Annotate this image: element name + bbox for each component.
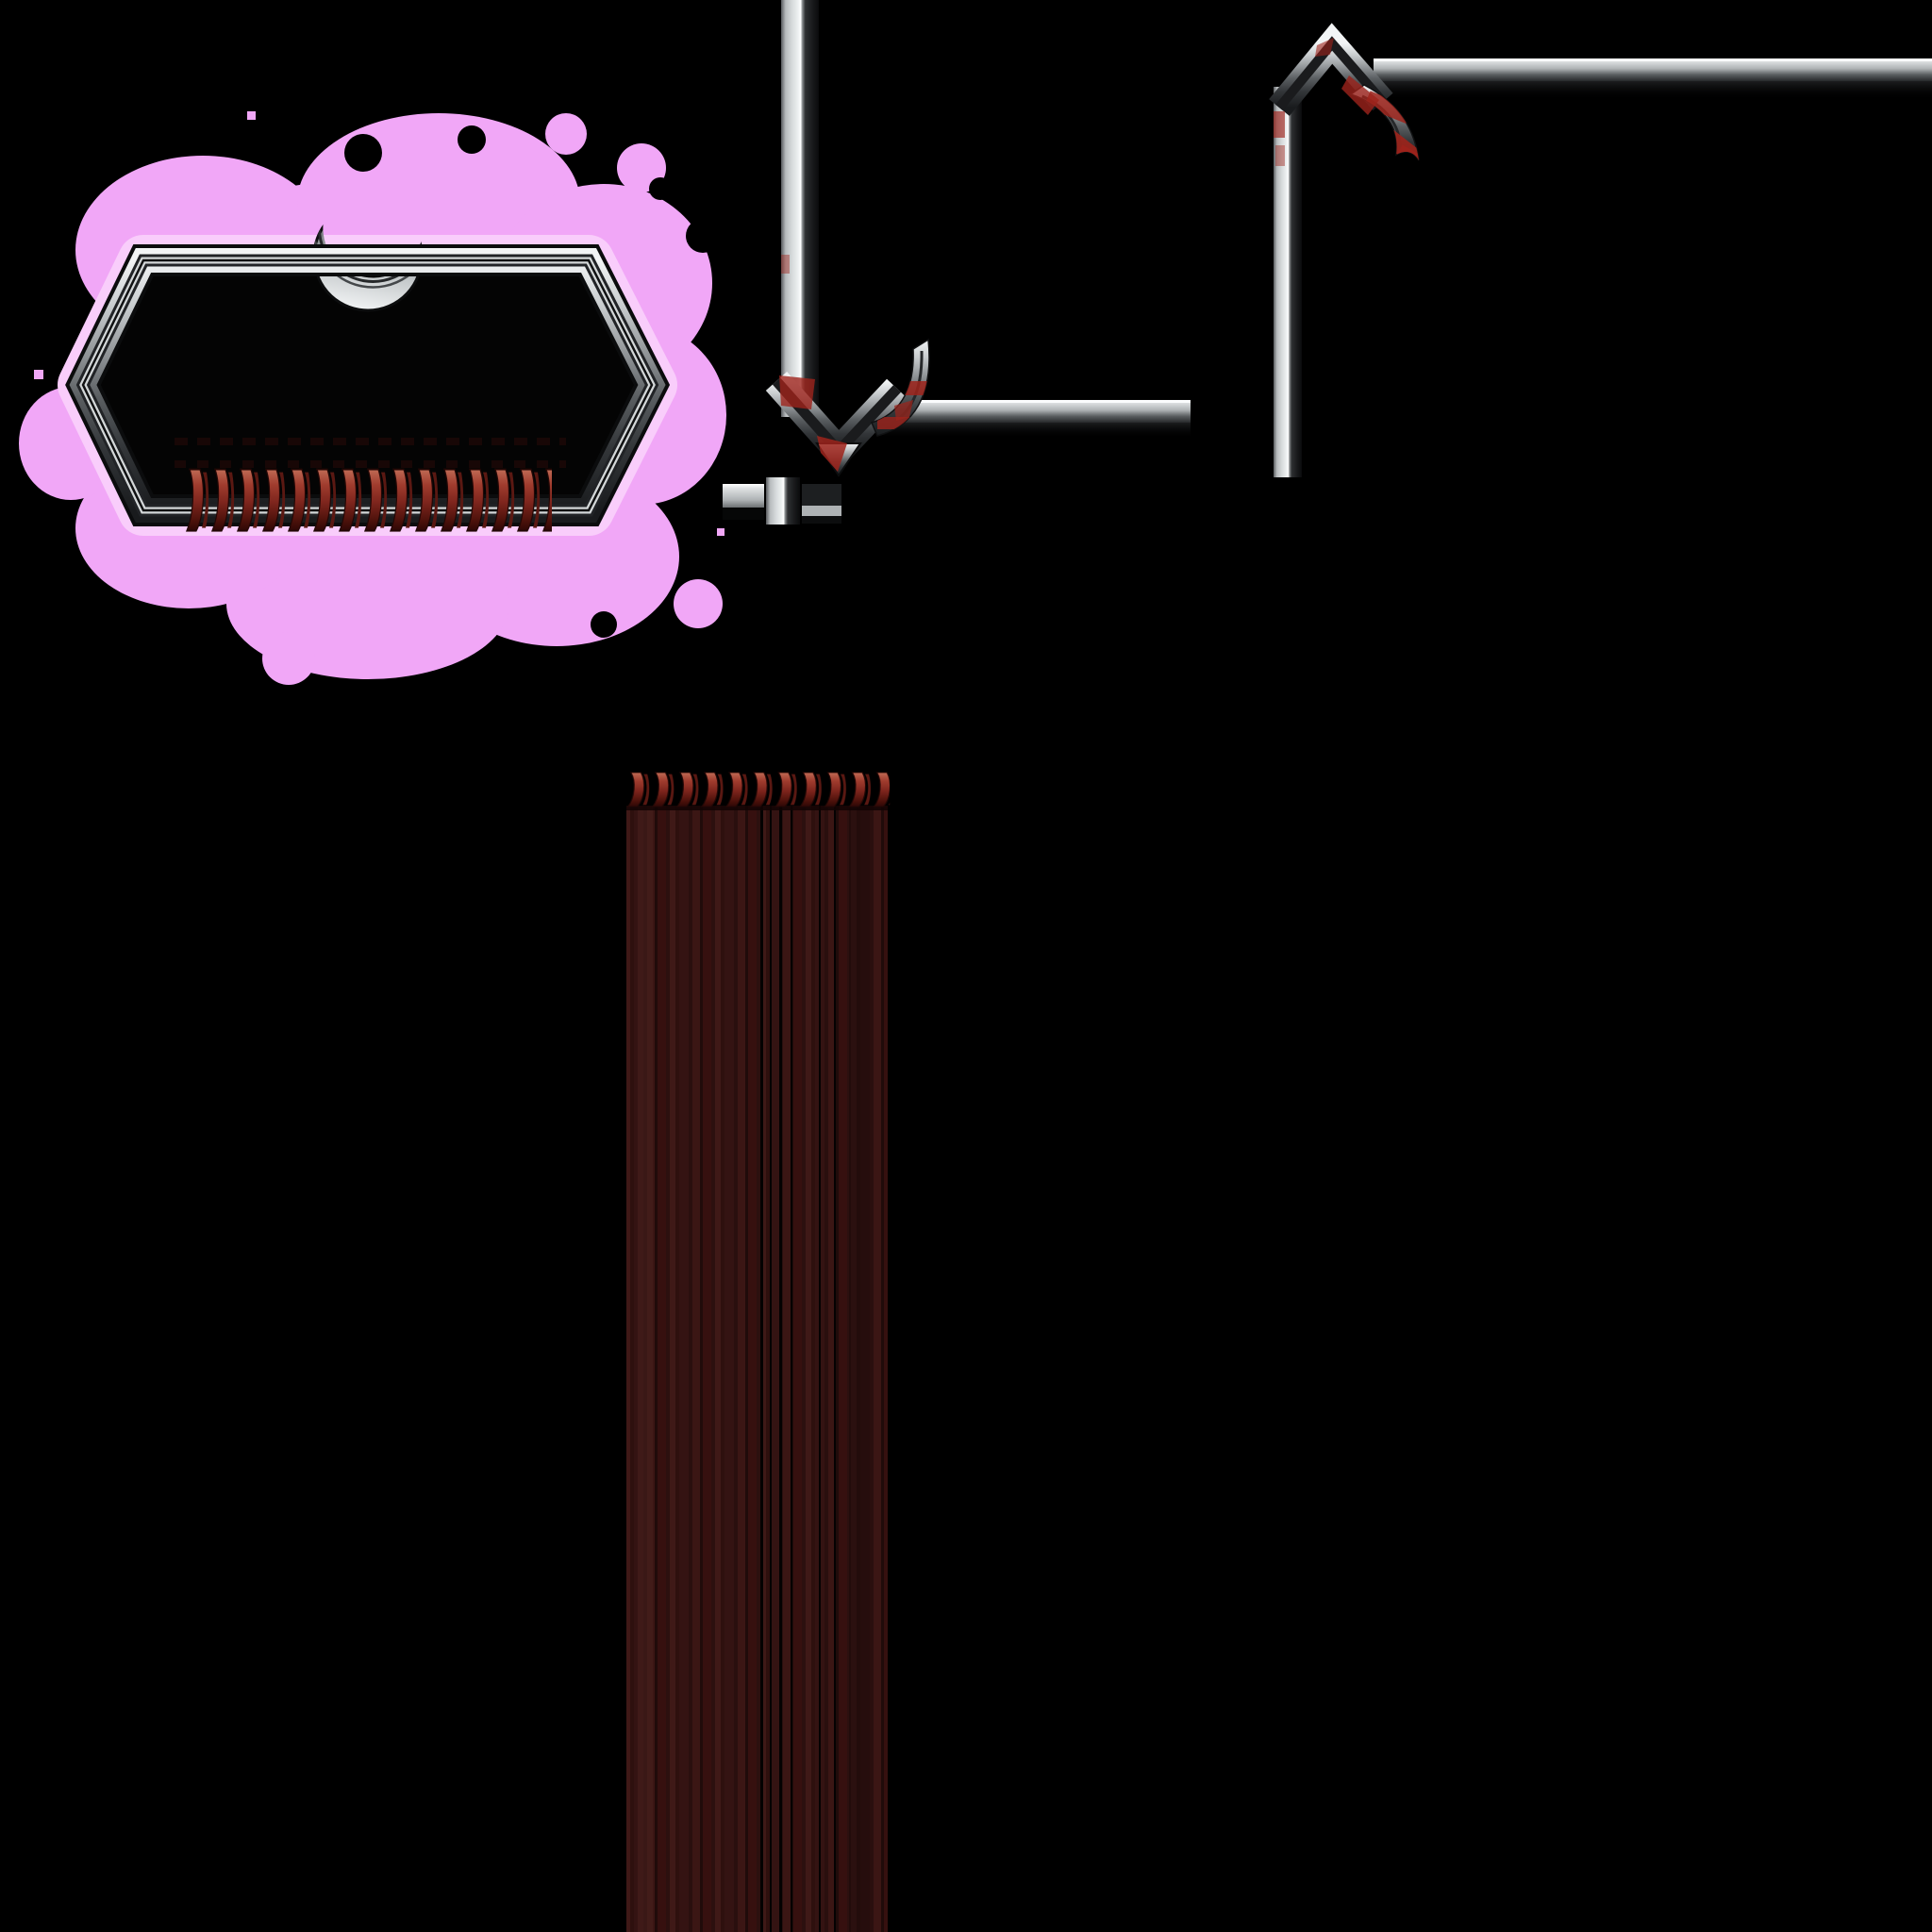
- glow-satellite: [545, 113, 587, 155]
- frame-coil-strap: [184, 468, 552, 533]
- blood-stain: [817, 436, 847, 472]
- blood-stain: [1315, 38, 1334, 57]
- ribbon-coil-strap: [625, 772, 891, 808]
- banner-top-seam: [626, 806, 888, 810]
- blood-stain: [1275, 145, 1285, 166]
- glow-hole: [649, 177, 672, 200]
- blood-stain: [1274, 111, 1285, 138]
- banner-dark-column: [849, 806, 870, 1932]
- glow-satellite: [674, 579, 723, 628]
- banner-gap-lines: [760, 806, 836, 1932]
- glow-hole: [591, 611, 617, 638]
- banner-gap: [779, 806, 782, 1932]
- glow-hole: [158, 613, 181, 636]
- banner-stripes: [626, 806, 888, 1932]
- horizontal-bar: [1374, 58, 1932, 81]
- glow-speck: [247, 111, 256, 120]
- fragment-bottom-edge: [802, 516, 841, 524]
- pipe-corner-top-left: [1269, 23, 1932, 477]
- horizontal-bar: [881, 400, 1191, 423]
- glow-hole: [344, 134, 382, 172]
- banner-gap: [819, 806, 821, 1932]
- fragment-vertical-b: [766, 477, 800, 525]
- pipe-fragments: [723, 477, 841, 525]
- fragment-shadow: [723, 508, 764, 520]
- glow-speck: [34, 370, 43, 379]
- glow-hole: [458, 125, 486, 154]
- blood-stain: [779, 375, 815, 409]
- fragment-horizontal-a: [723, 484, 764, 520]
- glow-speck: [717, 528, 724, 536]
- coil-strap-tile: [184, 468, 552, 533]
- blood-stain: [894, 400, 913, 421]
- coil-strap-tile: [625, 772, 891, 808]
- blood-stains: [779, 255, 913, 472]
- fragment-tile: [766, 477, 800, 525]
- frame-band-innerline: [81, 258, 654, 512]
- ribbon-banner: [626, 806, 888, 1932]
- horizontal-bar-shadow: [881, 423, 1191, 439]
- vertical-pipe: [781, 0, 819, 417]
- frame-interior: [83, 260, 652, 510]
- banner-gap: [770, 806, 772, 1932]
- fragment-horizontal-c: [802, 484, 841, 524]
- blood-stripe: [898, 381, 929, 395]
- glow-hole: [686, 219, 720, 253]
- blood-stains: [1274, 38, 1379, 166]
- banner-gap: [760, 806, 763, 1932]
- horizontal-bar-highlight: [1374, 58, 1932, 61]
- fragment-light-band: [802, 506, 841, 516]
- banner-light-column: [638, 806, 653, 1932]
- horizontal-bar-highlight: [881, 400, 1191, 403]
- interior-stitch-rows: [175, 438, 566, 468]
- banner-gap: [791, 806, 792, 1932]
- pipe-corner-bottom-left: [765, 0, 1191, 477]
- banner-gap: [834, 806, 836, 1932]
- horizontal-bar-shadow: [1374, 81, 1932, 100]
- blood-stain: [781, 255, 790, 274]
- blood-stain: [1341, 75, 1379, 115]
- vertical-pipe: [1274, 87, 1302, 477]
- glow-satellite: [262, 632, 315, 685]
- frame-molding: [65, 244, 671, 526]
- nameplate-frame: [58, 192, 677, 536]
